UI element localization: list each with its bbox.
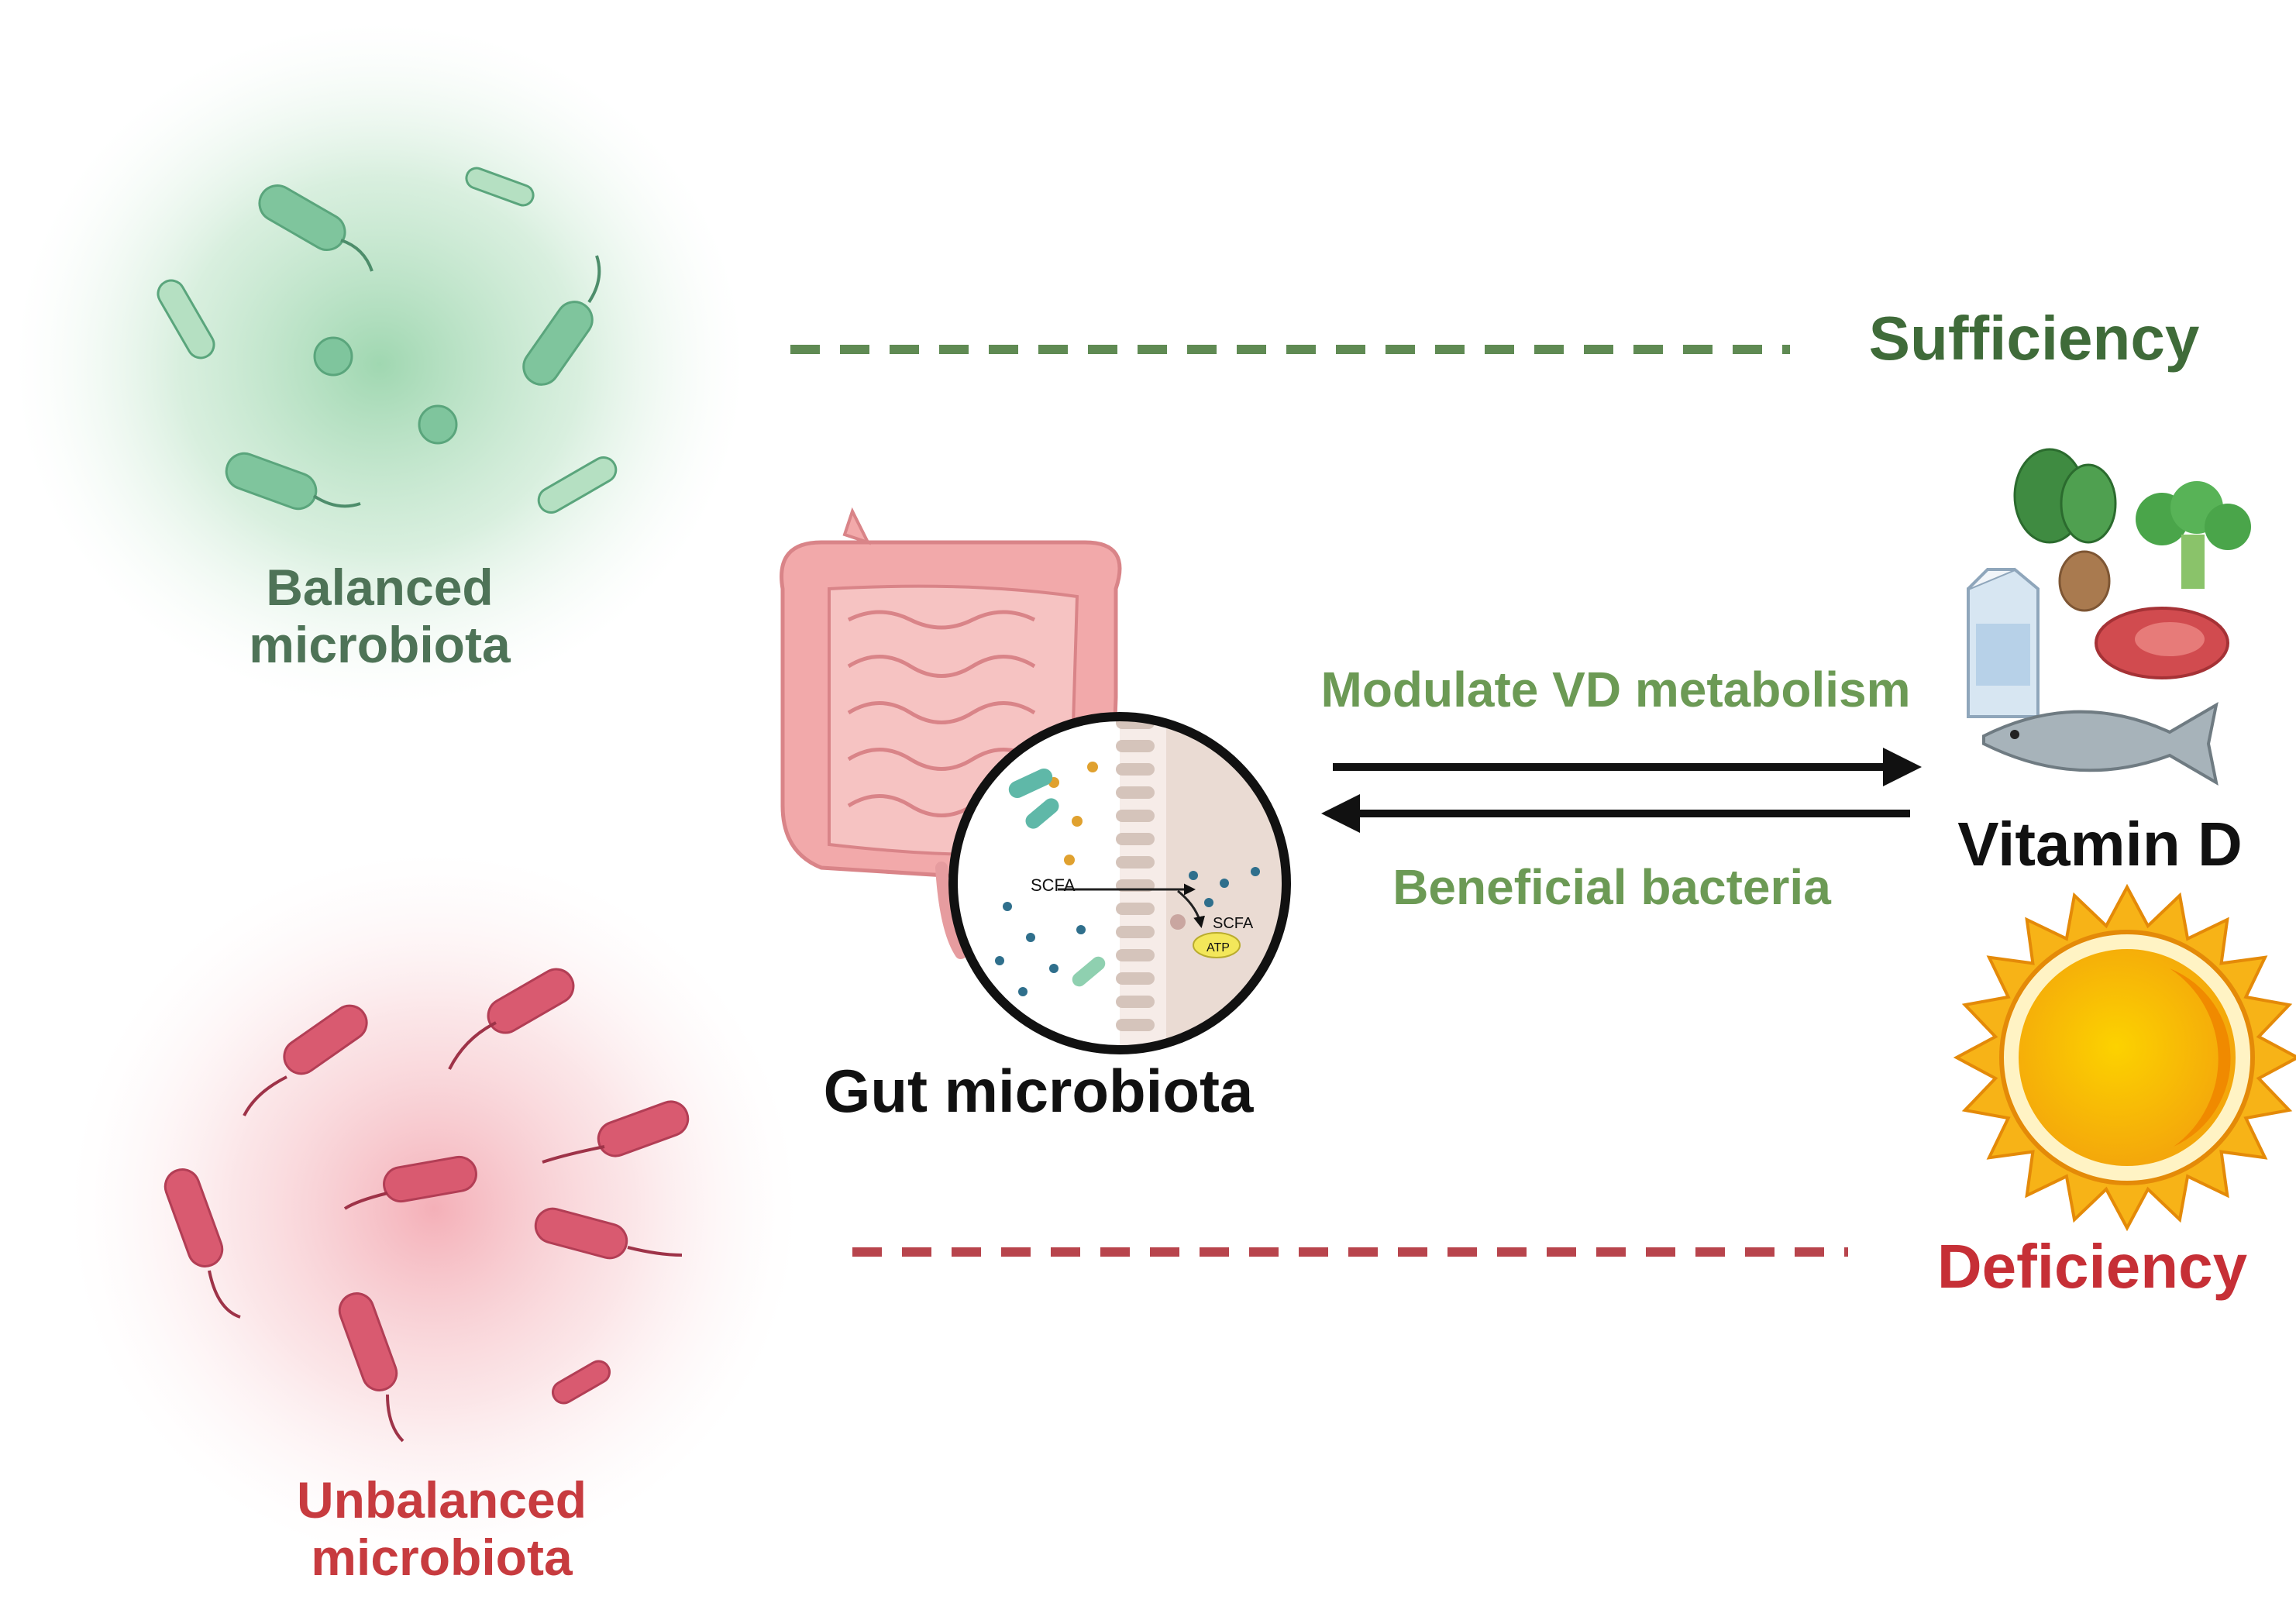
villi-magnifier-icon [948, 712, 1291, 1054]
balanced-glow [15, 23, 744, 705]
fish-icon [1982, 702, 2219, 786]
sufficiency-label: Sufficiency [1868, 304, 2200, 373]
scfa-label-1: SCFA [1031, 875, 1076, 895]
green-bacteria-icon [157, 167, 618, 514]
scfa-label-2: SCFA [1213, 915, 1254, 932]
sun-icon [1953, 883, 2296, 1232]
red-bacteria-icon [164, 968, 690, 1443]
unbalanced-label-line-2: microbiota [311, 1528, 573, 1586]
modulate-label: Modulate VD metabolism [1320, 662, 1911, 717]
atp-label: ATP [1207, 941, 1230, 954]
broccoli-icon [2136, 481, 2251, 589]
meat-icon [2095, 607, 2229, 679]
balanced-label-line-1: Balanced [266, 559, 494, 616]
beneficial-label: Beneficial bacteria [1392, 859, 1831, 915]
unbalanced-label-line-1: Unbalanced [296, 1471, 587, 1529]
vitamin-d-label: Vitamin D [1957, 810, 2243, 879]
deficiency-label: Deficiency [1936, 1232, 2248, 1301]
balanced-label-line-2: microbiota [249, 615, 511, 673]
balanced-label: Balanced microbiota [232, 559, 527, 674]
spinach-icon [2013, 448, 2117, 544]
unbalanced-label: Unbalanced microbiota [263, 1471, 620, 1587]
unbalanced-glow [70, 852, 798, 1565]
gut-microbiota-label: Gut microbiota [823, 1057, 1254, 1125]
milk-carton-icon [1967, 567, 2040, 718]
egg-icon [2058, 550, 2111, 612]
